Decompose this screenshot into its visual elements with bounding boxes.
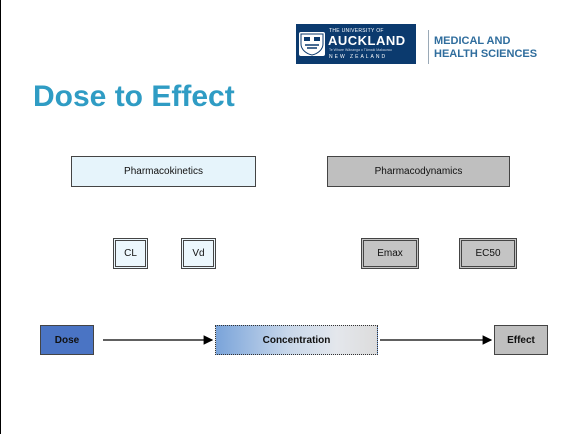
faculty-line-2: HEALTH SCIENCES (434, 48, 538, 60)
dose-box: Dose (40, 325, 94, 355)
volume-box: Vd (181, 238, 216, 269)
volume-label: Vd (192, 248, 205, 259)
pharmacokinetics-label: Pharmacokinetics (124, 166, 203, 177)
university-small-text: THE UNIVERSITY OF (329, 28, 384, 34)
slide-title: Dose to Effect (33, 80, 235, 113)
pharmacokinetics-box: Pharmacokinetics (71, 156, 256, 187)
faculty-line-1: MEDICAL AND (434, 35, 511, 47)
university-country: NEW ZEALAND (329, 54, 388, 60)
effect-box: Effect (494, 325, 548, 355)
concentration-label: Concentration (262, 334, 331, 346)
pharmacodynamics-label: Pharmacodynamics (374, 166, 463, 177)
pharmacodynamics-box: Pharmacodynamics (327, 156, 510, 187)
university-logo: THE UNIVERSITY OF AUCKLAND Te Whare Wāna… (296, 24, 416, 68)
slide-left-border (0, 0, 1, 434)
ec50-box: EC50 (459, 238, 517, 269)
clearance-label: CL (124, 248, 137, 259)
university-maori-name: Te Whare Wānanga o Tāmaki Makaurau (329, 48, 392, 52)
emax-label: Emax (377, 248, 403, 259)
dose-label: Dose (54, 334, 80, 346)
university-logo-panel: THE UNIVERSITY OF AUCKLAND Te Whare Wāna… (296, 24, 416, 64)
faculty-name: MEDICAL AND HEALTH SCIENCES (434, 35, 537, 61)
effect-label: Effect (507, 334, 535, 346)
ec50-label: EC50 (475, 248, 501, 259)
logo-divider (428, 30, 429, 64)
emax-box: Emax (361, 238, 419, 269)
concentration-box: Concentration (215, 325, 378, 355)
university-name: AUCKLAND (328, 33, 406, 48)
university-crest-icon (299, 32, 325, 56)
clearance-box: CL (113, 238, 148, 269)
